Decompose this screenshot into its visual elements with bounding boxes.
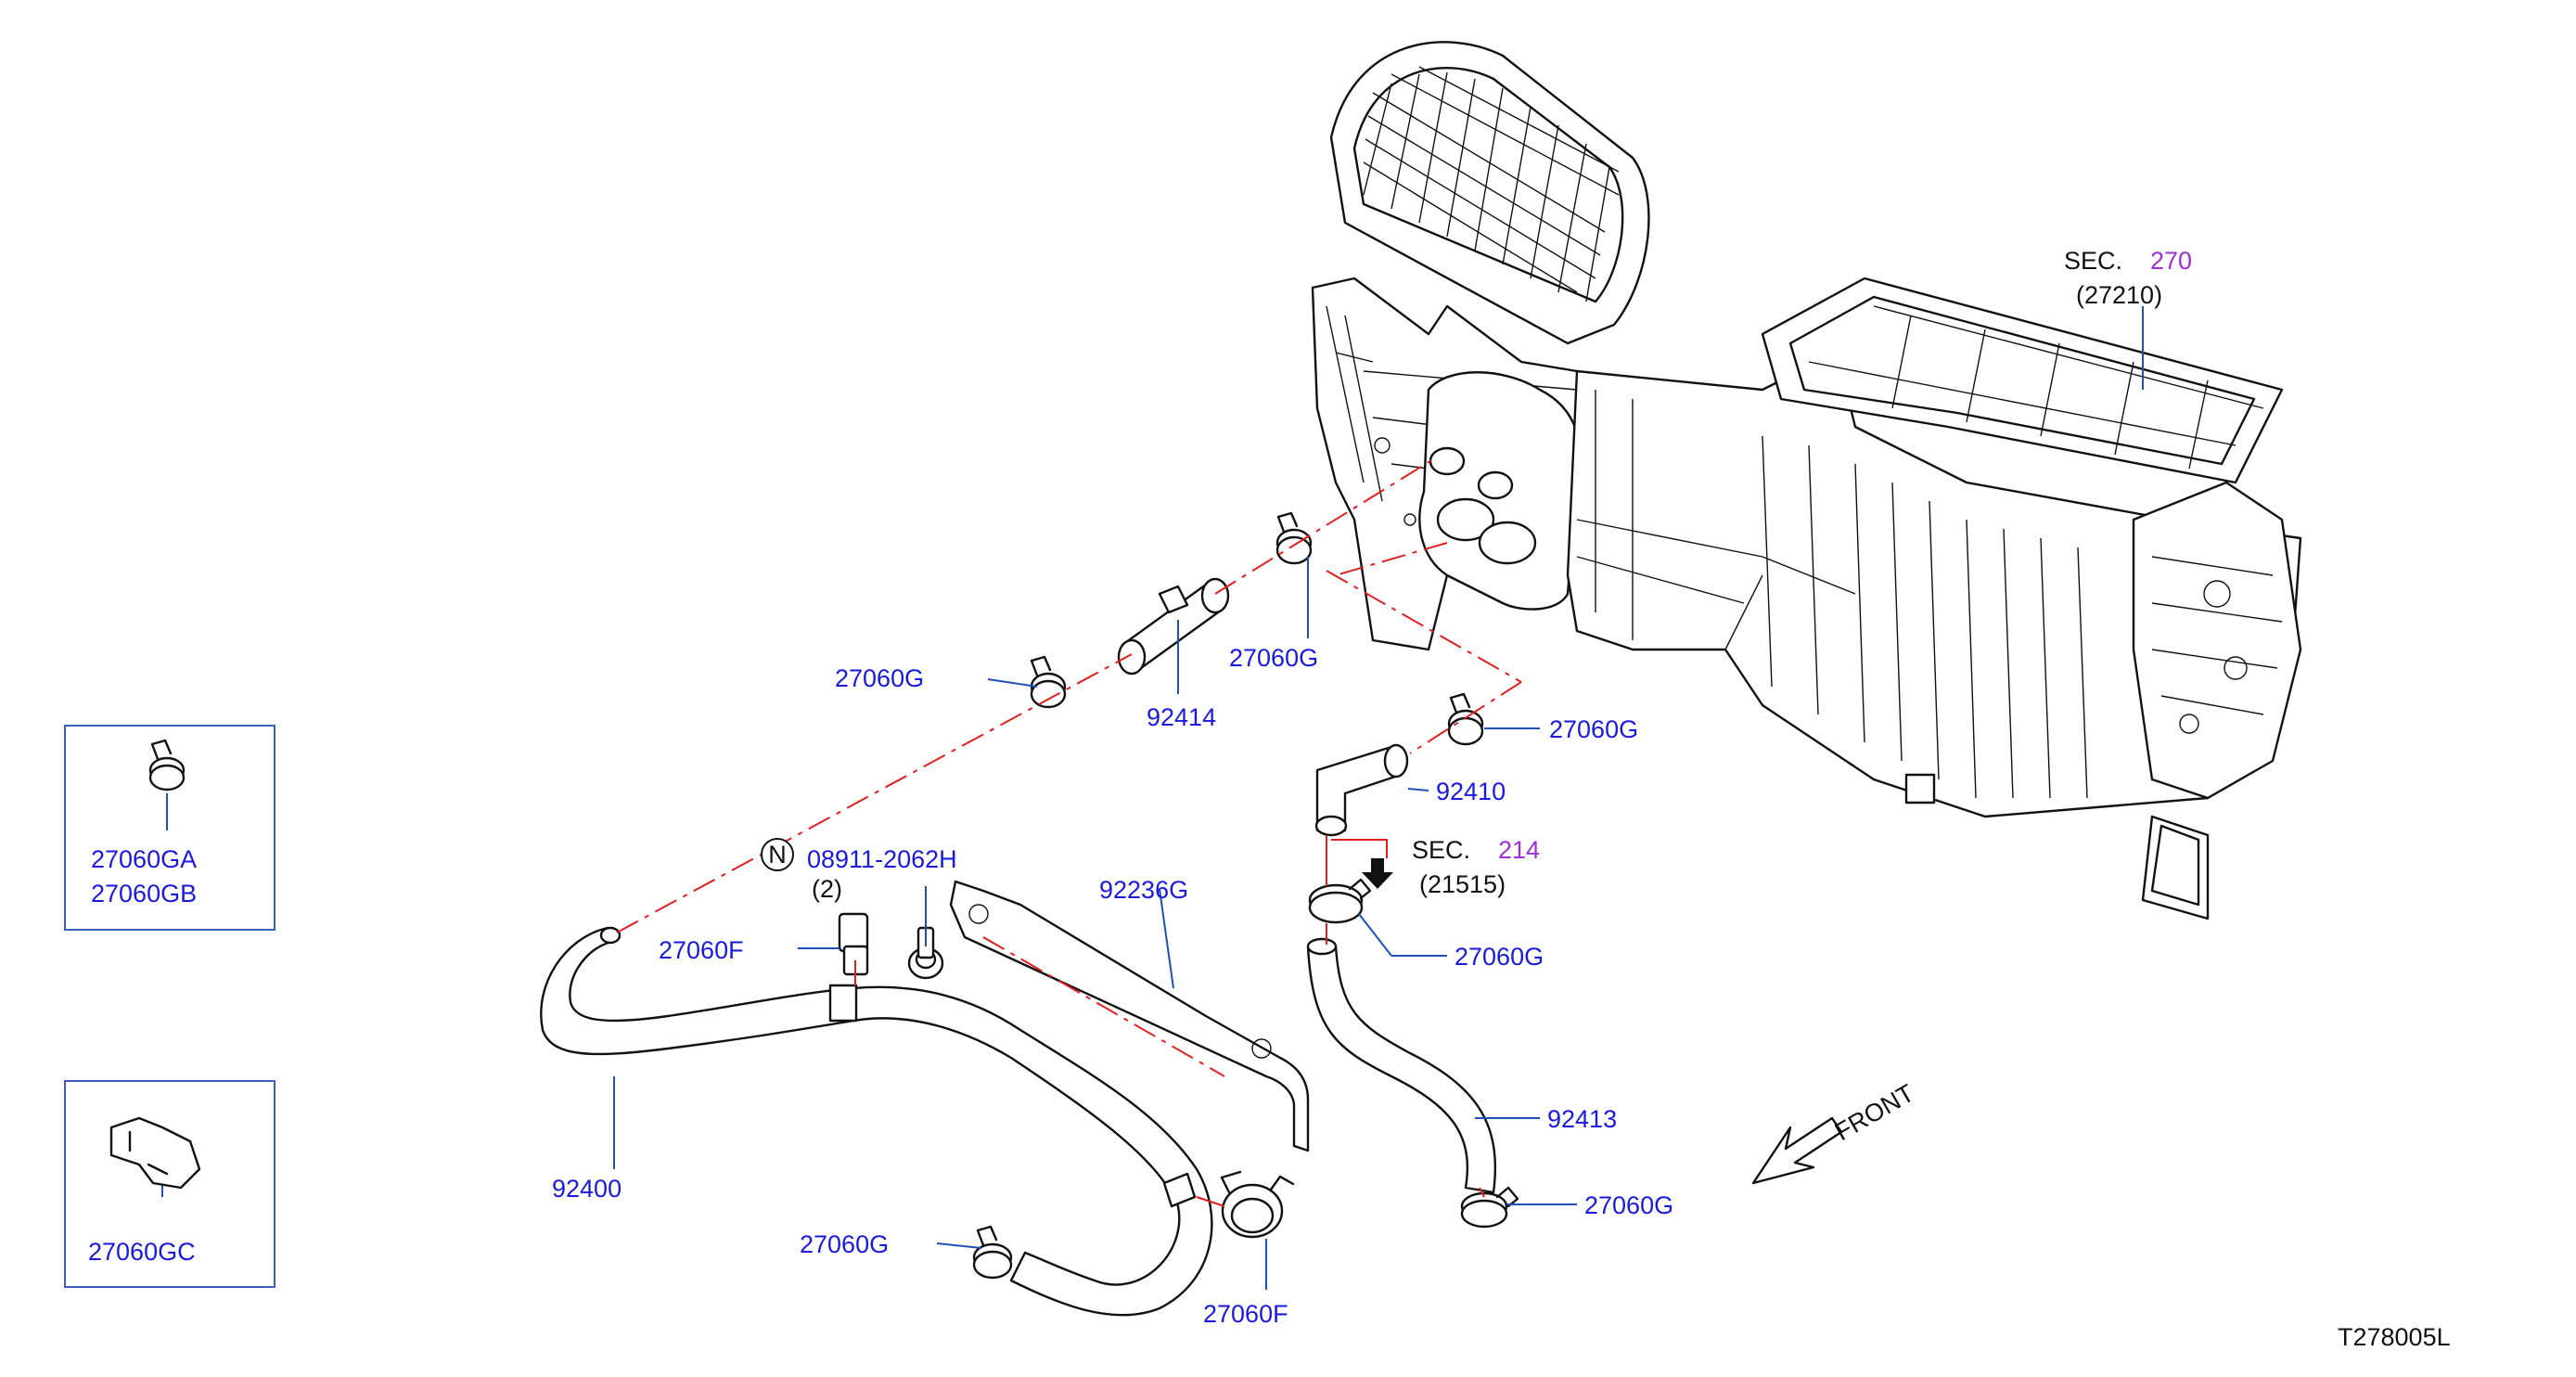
heater-core-ports [1418,371,1582,611]
clamp-27060f-b [1220,1170,1295,1239]
evaporator-top-duct [1761,277,2284,484]
sec-270-number[interactable]: 270 [2150,247,2192,275]
label-27060g-f: 27060G [800,1230,889,1258]
sec-270-ref: (27210) [2076,281,2162,309]
clamp-27060g-e [1460,1186,1519,1229]
inset-label-27060gb: 27060GB [91,880,197,907]
heater-case [1566,351,2302,920]
sec-214-number[interactable]: 214 [1498,836,1540,864]
clamp-27060f-a [838,912,869,976]
actuator-block [2132,481,2302,800]
nut-new-symbol [761,838,794,871]
leader-lines [161,306,2144,1290]
nut-symbol-label: N [768,841,787,869]
centerlines [616,458,1522,1207]
inset-box-27060ga-gb: 27060GA 27060GB [64,725,276,931]
nut-08911-2062h [907,926,944,980]
inset-label-27060gc: 27060GC [88,1238,196,1266]
inset-box-27060gc: 27060GC [64,1080,276,1288]
clamp-27060g-d [1308,878,1372,924]
heater-unit-assembly [1311,41,2302,920]
label-27060g-c: 27060G [1549,715,1638,743]
label-27060g-e: 27060G [1584,1191,1673,1219]
clamp-27060g-f [972,1225,1013,1280]
down-arrow-icon [1362,858,1393,889]
sec-270-label: SEC. [2064,247,2122,275]
label-27060g-a: 27060G [835,664,924,692]
label-92400: 92400 [552,1175,622,1203]
clamp-27060g-c [1447,692,1484,746]
clamp-27060g-a [1030,655,1067,709]
clamp-27060g-b [1275,511,1313,565]
diagram-code: T278005L [2338,1323,2451,1351]
hose-92413 [1306,937,1497,1194]
bracket-92236g [949,880,1310,1152]
label-27060f-b: 27060F [1203,1300,1288,1328]
label-92414: 92414 [1147,703,1216,731]
hose-92414 [1117,577,1230,676]
label-92413: 92413 [1547,1105,1617,1133]
sec-214-label: SEC. [1412,836,1470,864]
front-arrow-icon [1751,1116,1843,1185]
label-nut-part: 08911-2062H [807,845,957,873]
label-27060f-a: 27060F [659,936,744,964]
label-27060g-d: 27060G [1455,943,1544,971]
label-nut-qty: (2) [812,875,842,903]
intake-grille [1329,41,1650,345]
front-label: FRONT [1830,1079,1919,1146]
hose-92400 [540,926,1213,1317]
label-92410: 92410 [1436,778,1506,805]
label-92236g: 92236G [1099,876,1188,904]
sec-214-ref: (21515) [1419,870,1506,898]
label-27060g-b: 27060G [1229,644,1318,672]
inset-label-27060ga: 27060GA [91,845,197,873]
hose-92410 [1314,743,1409,837]
